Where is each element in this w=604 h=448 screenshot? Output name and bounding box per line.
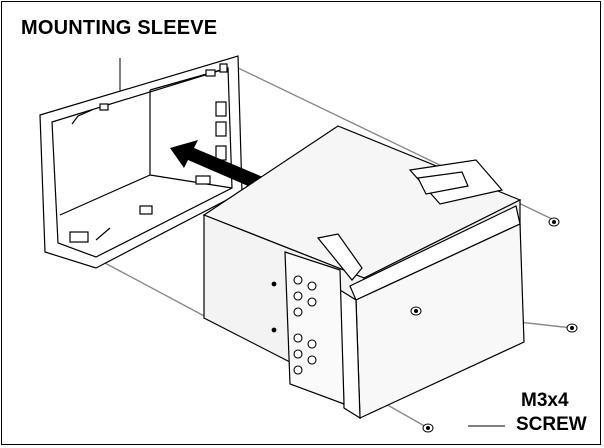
screw-type-label: SCREW — [516, 414, 587, 435]
screw-size-label: M3x4 — [521, 390, 569, 411]
radio-unit — [202, 125, 525, 420]
screw-middle — [410, 306, 422, 316]
mounting-sleeve — [39, 55, 243, 269]
screw-top-right — [548, 217, 560, 227]
screw-bottom — [422, 423, 434, 433]
insertion-arrow — [170, 140, 270, 192]
screw-right — [566, 323, 578, 333]
m3x4-screws — [410, 217, 578, 433]
plate-holes — [293, 275, 317, 375]
mounting-sleeve-label: MOUNTING SLEEVE — [21, 17, 218, 39]
